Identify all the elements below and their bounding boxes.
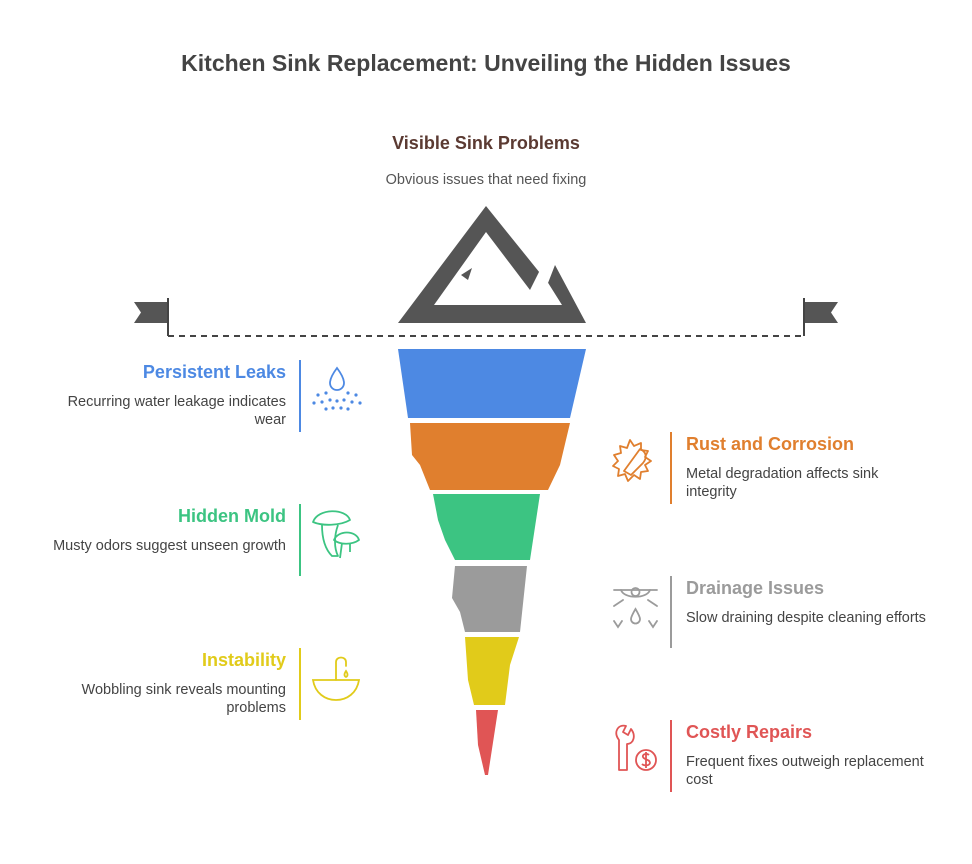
instability-accent-bar <box>299 648 301 720</box>
mold-accent-bar <box>299 504 301 576</box>
rust-corrosion-item: Rust and Corrosion Metal degradation aff… <box>686 434 926 501</box>
water-drop-icon <box>312 366 362 411</box>
instability-item: Instability Wobbling sink reveals mounti… <box>40 650 286 717</box>
layer-hidden-mold <box>433 494 540 560</box>
visible-problems-heading: Visible Sink Problems <box>392 133 580 153</box>
layer-instability <box>465 637 519 705</box>
mountain-icon <box>398 206 586 323</box>
hidden-mold-description: Musty odors suggest unseen growth <box>53 538 286 554</box>
page-title: Kitchen Sink Replacement: Unveiling the … <box>181 50 791 76</box>
drainage-issues-description: Slow draining despite cleaning efforts <box>686 610 926 626</box>
layer-persistent-leaks <box>398 349 586 418</box>
left-flag-icon <box>134 298 169 336</box>
layer-drainage-issues <box>452 566 527 632</box>
persistent-leaks-description: Recurring water leakage indicates wear <box>67 394 286 428</box>
right-flag-icon <box>803 298 838 336</box>
costly-repairs-item: Costly Repairs Frequent fixes outweigh r… <box>686 722 926 789</box>
persistent-leaks-item: Persistent Leaks Recurring water leakage… <box>40 362 286 429</box>
wrench-dollar-icon <box>615 724 657 771</box>
mushroom-mold-icon <box>312 510 360 559</box>
visible-problems-description: Obvious issues that need fixing <box>385 172 587 188</box>
leaks-accent-bar <box>299 360 301 432</box>
costly-repairs-heading: Costly Repairs <box>686 722 813 742</box>
instability-heading: Instability <box>201 650 286 670</box>
costly-repairs-description: Frequent fixes outweigh replacement cost <box>686 754 924 788</box>
drainage-issues-item: Drainage Issues Slow draining despite cl… <box>686 578 926 627</box>
instability-description: Wobbling sink reveals mounting problems <box>81 682 286 716</box>
hidden-mold-item: Hidden Mold Musty odors suggest unseen g… <box>40 506 286 555</box>
drainage-accent-bar <box>670 576 672 648</box>
sink-faucet-icon <box>311 656 361 701</box>
drain-icon <box>613 587 658 629</box>
persistent-leaks-heading: Persistent Leaks <box>142 362 286 382</box>
repairs-accent-bar <box>670 720 672 792</box>
layer-rust-corrosion <box>410 423 570 490</box>
hidden-mold-heading: Hidden Mold <box>178 506 286 526</box>
rust-corrosion-icon <box>612 439 652 482</box>
drainage-issues-heading: Drainage Issues <box>686 578 825 598</box>
rust-corrosion-heading: Rust and Corrosion <box>686 434 855 454</box>
layer-costly-repairs <box>476 710 498 775</box>
rust-corrosion-description: Metal degradation affects sink integrity <box>686 466 879 500</box>
rust-accent-bar <box>670 432 672 504</box>
